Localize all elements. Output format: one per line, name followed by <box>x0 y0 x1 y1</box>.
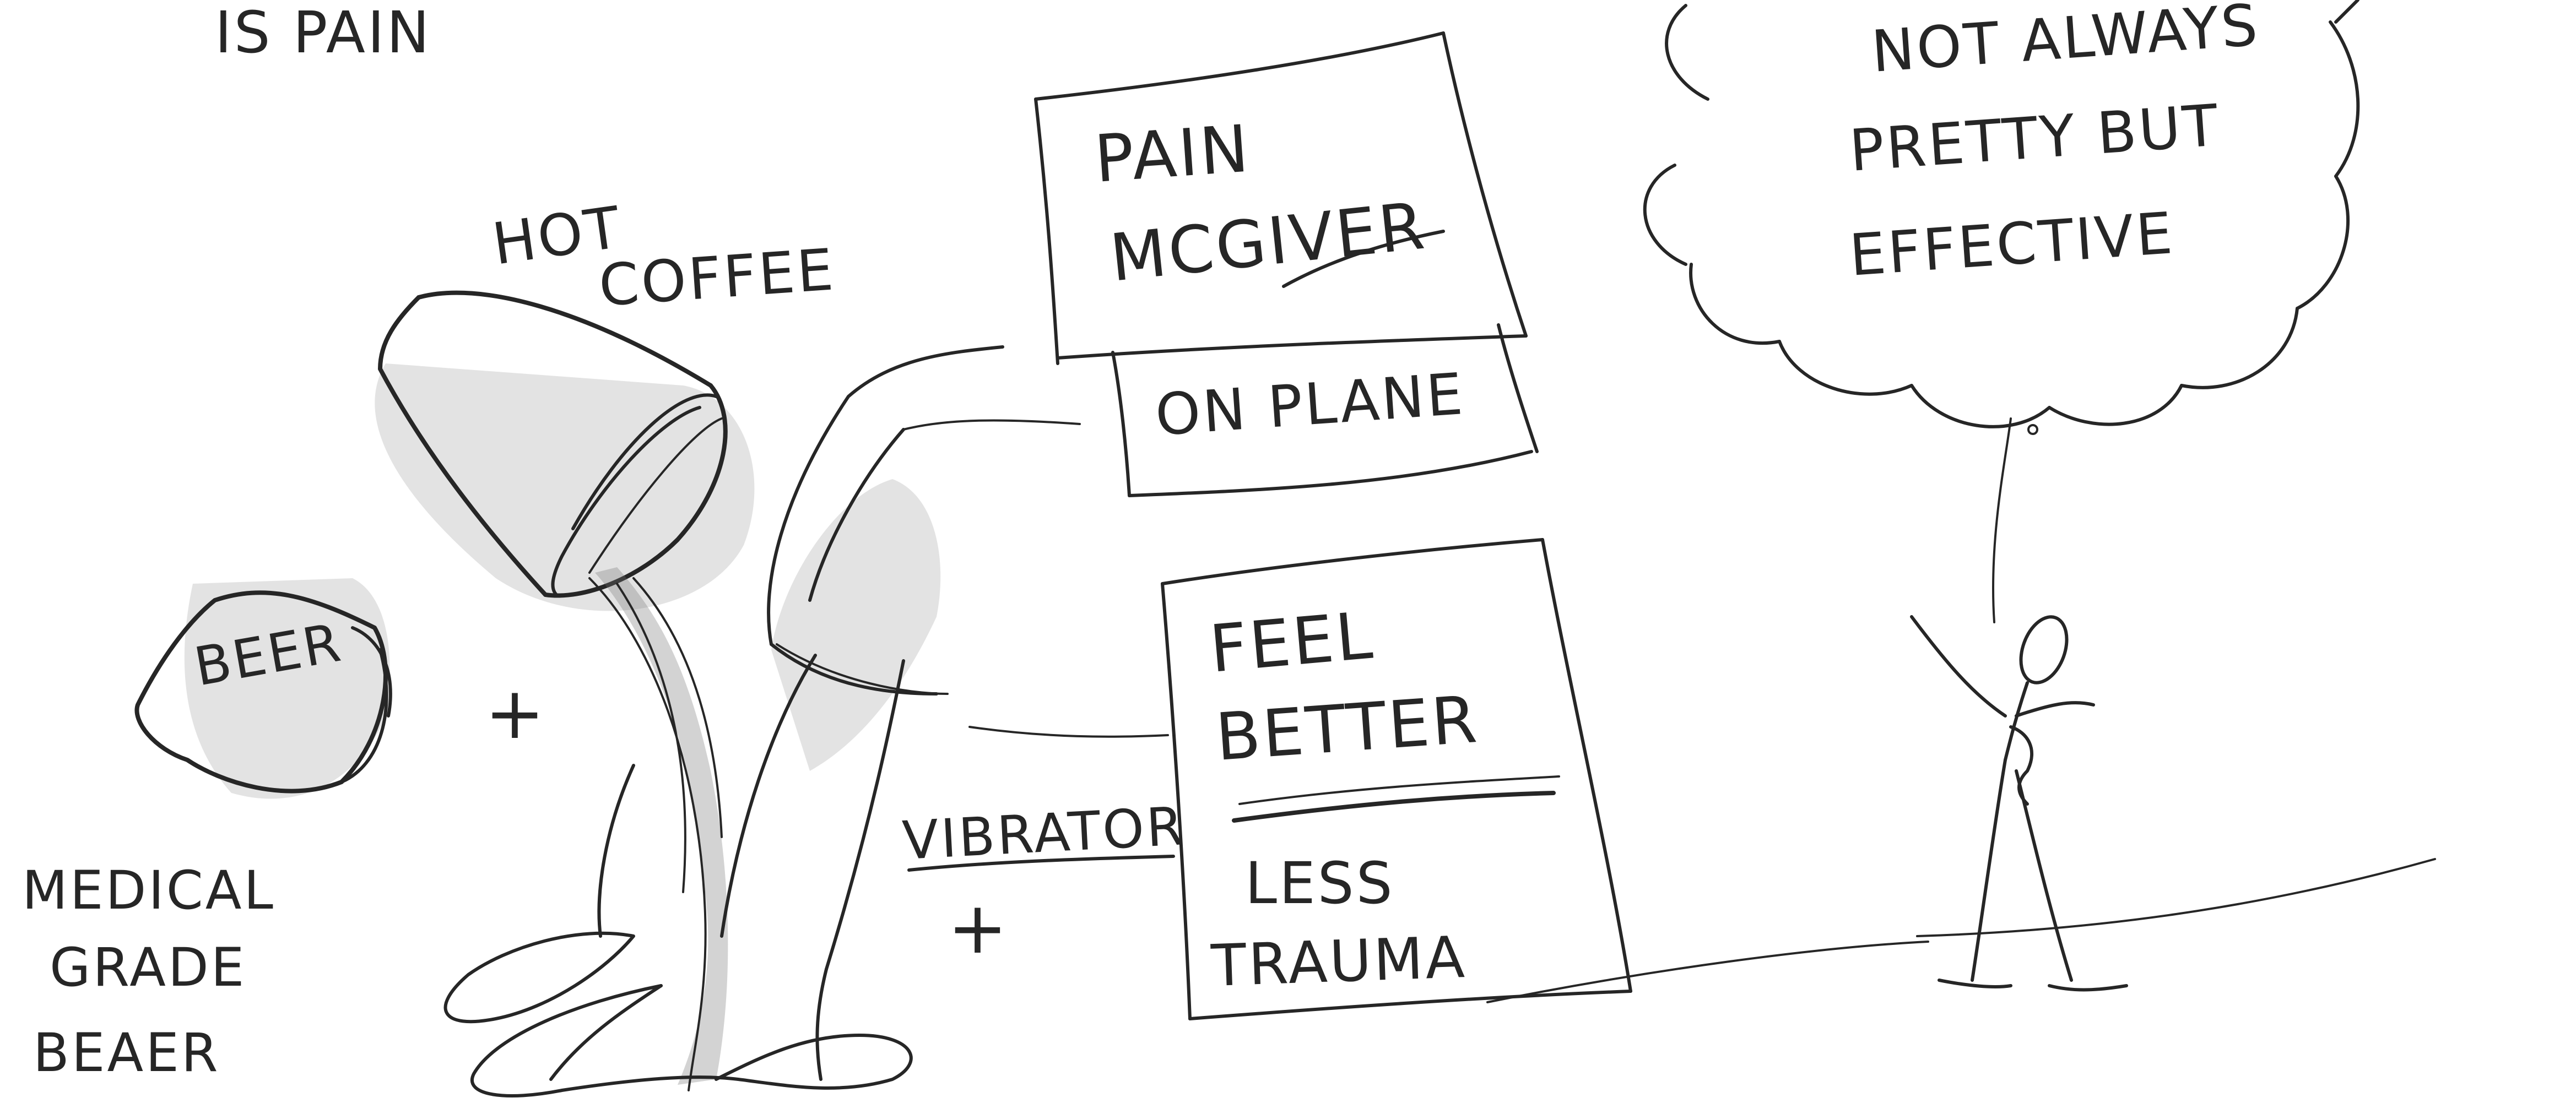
pain-label: PAIN <box>1092 110 1253 197</box>
ground-line-right <box>1917 859 2435 936</box>
thought-dot <box>2028 425 2037 434</box>
thought-line-3: EFFECTIVE <box>1847 199 2177 289</box>
plus-beer: + <box>485 671 545 755</box>
coffee-label: COFFEE <box>597 236 837 319</box>
on-plane-label: ON PLANE <box>1153 360 1467 449</box>
connector-line-3 <box>970 727 1168 737</box>
pain-mcgiver-box <box>1036 33 1526 363</box>
thought-tail <box>1993 419 2011 622</box>
better-label: BETTER <box>1213 681 1481 775</box>
thought-line-1: NOT ALWAYS <box>1869 0 2261 85</box>
beer-box <box>137 578 390 799</box>
trauma-label: TRAUMA <box>1210 923 1468 999</box>
less-label: LESS <box>1245 850 1395 917</box>
thought-line-2: PRETTY BUT <box>1847 91 2222 184</box>
coffee-cup <box>375 293 754 611</box>
plus-vibrator: + <box>948 886 1008 970</box>
header-text: IS PAIN <box>215 0 431 66</box>
beaer-label: BEAER <box>33 1022 220 1084</box>
feel-label: FEEL <box>1206 597 1377 687</box>
mcgiver-label: MCGIVER <box>1107 187 1430 296</box>
connector-line-1 <box>903 420 1080 430</box>
grade-label: GRADE <box>50 937 246 998</box>
medical-label: MEDICAL <box>22 860 275 921</box>
standing-figure <box>1912 611 2126 990</box>
